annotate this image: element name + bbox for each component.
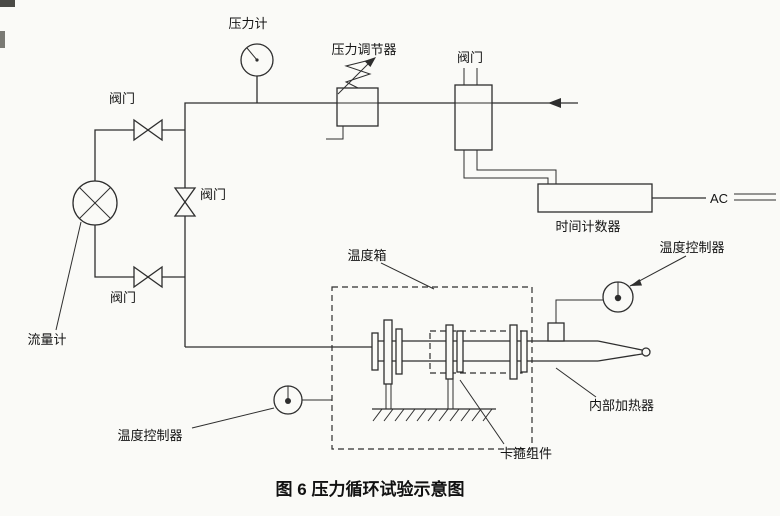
time-counter-label: 时间计数器	[555, 219, 620, 234]
temp-controller-left-symbol	[273, 385, 303, 415]
clamp-region-dashed	[429, 330, 523, 374]
valve-top-right-label: 阀门	[457, 50, 483, 65]
temp-controller-right-arrowhead	[630, 279, 642, 286]
sensor-to-controller-line	[555, 299, 603, 323]
temp-controller-right-label: 温度控制器	[659, 240, 724, 255]
internal-heater-leader	[555, 367, 597, 398]
temp-chamber-label: 温度箱	[347, 248, 386, 263]
ground-symbol	[372, 408, 496, 422]
pipe-main-vertical	[184, 102, 337, 347]
flow-meter-label: 流量计	[27, 332, 66, 347]
clamp-assembly-label: 卡箍组件	[500, 446, 552, 461]
temp-chamber-leader	[380, 262, 435, 290]
temp-controller-left-leader	[191, 407, 275, 429]
specimen-flanges	[371, 319, 528, 385]
temp-controller-left-label: 温度控制器	[117, 428, 182, 443]
scan-artifact	[0, 31, 5, 48]
valve-bottom-left-label: 阀门	[110, 290, 136, 305]
figure-caption: 图 6 压力循环试验示意图	[276, 479, 465, 499]
flow-meter-symbol	[72, 180, 118, 226]
ac-label: AC	[710, 191, 728, 206]
valve-top-right-symbol	[454, 68, 557, 184]
valve-middle-symbol	[173, 187, 197, 217]
specimen-supports	[385, 379, 454, 409]
valve-middle-label: 阀门	[200, 187, 226, 202]
valve-top-left-label: 阀门	[109, 91, 135, 106]
temp-chamber-box	[331, 286, 533, 450]
pressure-regulator-symbol	[326, 57, 379, 140]
flow-arrow-left	[548, 98, 561, 108]
internal-heater-label: 内部加热器	[589, 398, 654, 413]
valve-bottom-left-symbol	[133, 265, 163, 289]
pipe-lower-left-branch	[94, 225, 185, 278]
scan-artifact	[0, 0, 15, 7]
temp-sensor-block	[547, 322, 565, 342]
specimen-tube	[372, 340, 651, 362]
clamp-assembly-leader	[459, 379, 505, 445]
flow-meter-leader	[55, 221, 82, 331]
pipe-upper-left-branch	[94, 129, 185, 181]
pressure-gauge-label: 压力计	[228, 16, 267, 31]
pressure-gauge-symbol	[240, 43, 274, 77]
valve-top-left-symbol	[133, 118, 163, 142]
pressure-regulator-label: 压力调节器	[331, 42, 396, 57]
temp-controller-right-symbol	[602, 281, 634, 313]
time-counter-box	[537, 183, 653, 213]
